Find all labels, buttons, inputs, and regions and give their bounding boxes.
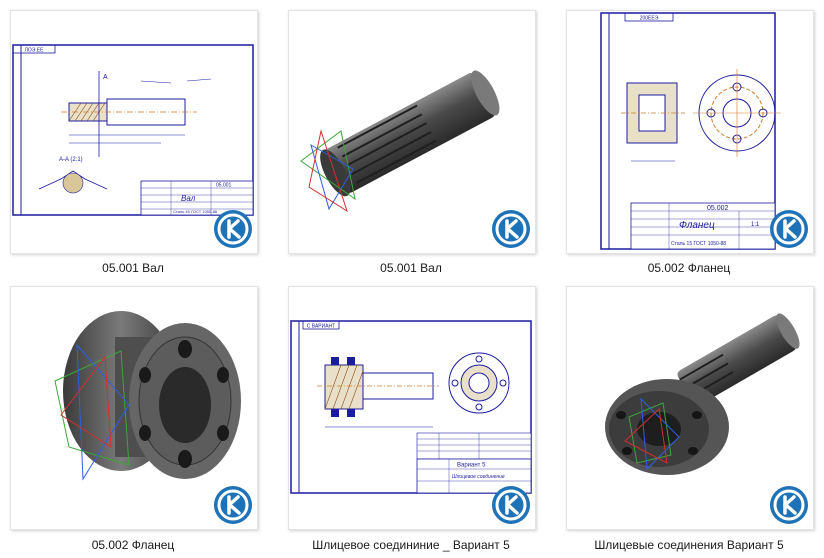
kompas-3d-logo-icon: [770, 210, 808, 248]
model-thumbnail: [605, 313, 800, 475]
file-caption[interactable]: Шлицевые соединения Вариант 5: [594, 538, 784, 552]
file-caption[interactable]: 05.002 Фланец: [647, 261, 731, 275]
kompas-3d-logo-icon: [492, 210, 530, 248]
kompas-3d-logo-icon: [214, 486, 252, 524]
drawing-number: 05.001: [216, 183, 232, 189]
drawing-number: 05.002: [707, 205, 729, 212]
model-thumbnail: [54, 311, 241, 481]
drawing-thumbnail: С ВАРИАНТ Вариант 5 Шлицевое соединение: [290, 320, 532, 494]
drawing-material: Сталь 45 ГОСТ 1050-88: [173, 209, 218, 214]
svg-text:А: А: [103, 74, 108, 81]
model-thumbnail: [300, 70, 500, 213]
file-caption[interactable]: 05.001 Вал: [102, 261, 164, 275]
file-tile-shaft-drawing[interactable]: ЛОЭ.ЕЕ А A-A (2:1) 05.001 Вал Сталь 45 Г…: [10, 10, 258, 254]
file-tile-flange-model[interactable]: [10, 286, 258, 530]
file-tile-flange-drawing[interactable]: 200ЕЕЭ 05.002 Фланец Сталь 15 ГОСТ 1050-…: [566, 10, 814, 254]
drawing-part-name: Шлицевое соединение: [452, 474, 505, 480]
kompas-3d-logo-icon: [770, 486, 808, 524]
drawing-variant: Вариант 5: [457, 463, 486, 469]
drawing-stamp: С ВАРИАНТ: [307, 324, 335, 330]
drawing-stamp: ЛОЭ.ЕЕ: [25, 48, 44, 54]
drawing-material: Сталь 15 ГОСТ 1050-88: [671, 241, 726, 247]
drawing-scale: 1:1: [751, 222, 760, 228]
drawing-part-name: Фланец: [679, 220, 715, 231]
file-caption[interactable]: 05.002 Фланец: [91, 538, 175, 552]
file-caption[interactable]: Шлицевое соедининие _ Вариант 5: [312, 538, 510, 552]
file-caption[interactable]: 05.001 Вал: [380, 261, 442, 275]
drawing-thumbnail: ЛОЭ.ЕЕ А A-A (2:1) 05.001 Вал Сталь 45 Г…: [12, 44, 254, 216]
kompas-3d-logo-icon: [492, 486, 530, 524]
file-tile-assembly-drawing[interactable]: С ВАРИАНТ Вариант 5 Шлицевое соединение: [288, 286, 536, 530]
file-tile-assembly-model[interactable]: [566, 286, 814, 530]
section-label: A-A (2:1): [59, 157, 83, 163]
file-tile-shaft-model[interactable]: [288, 10, 536, 254]
drawing-thumbnail: 200ЕЕЭ 05.002 Фланец Сталь 15 ГОСТ 1050-…: [600, 12, 781, 250]
kompas-3d-logo-icon: [214, 210, 252, 248]
drawing-stamp: 200ЕЕЭ: [640, 16, 659, 22]
drawing-part-name: Вал: [181, 194, 196, 203]
